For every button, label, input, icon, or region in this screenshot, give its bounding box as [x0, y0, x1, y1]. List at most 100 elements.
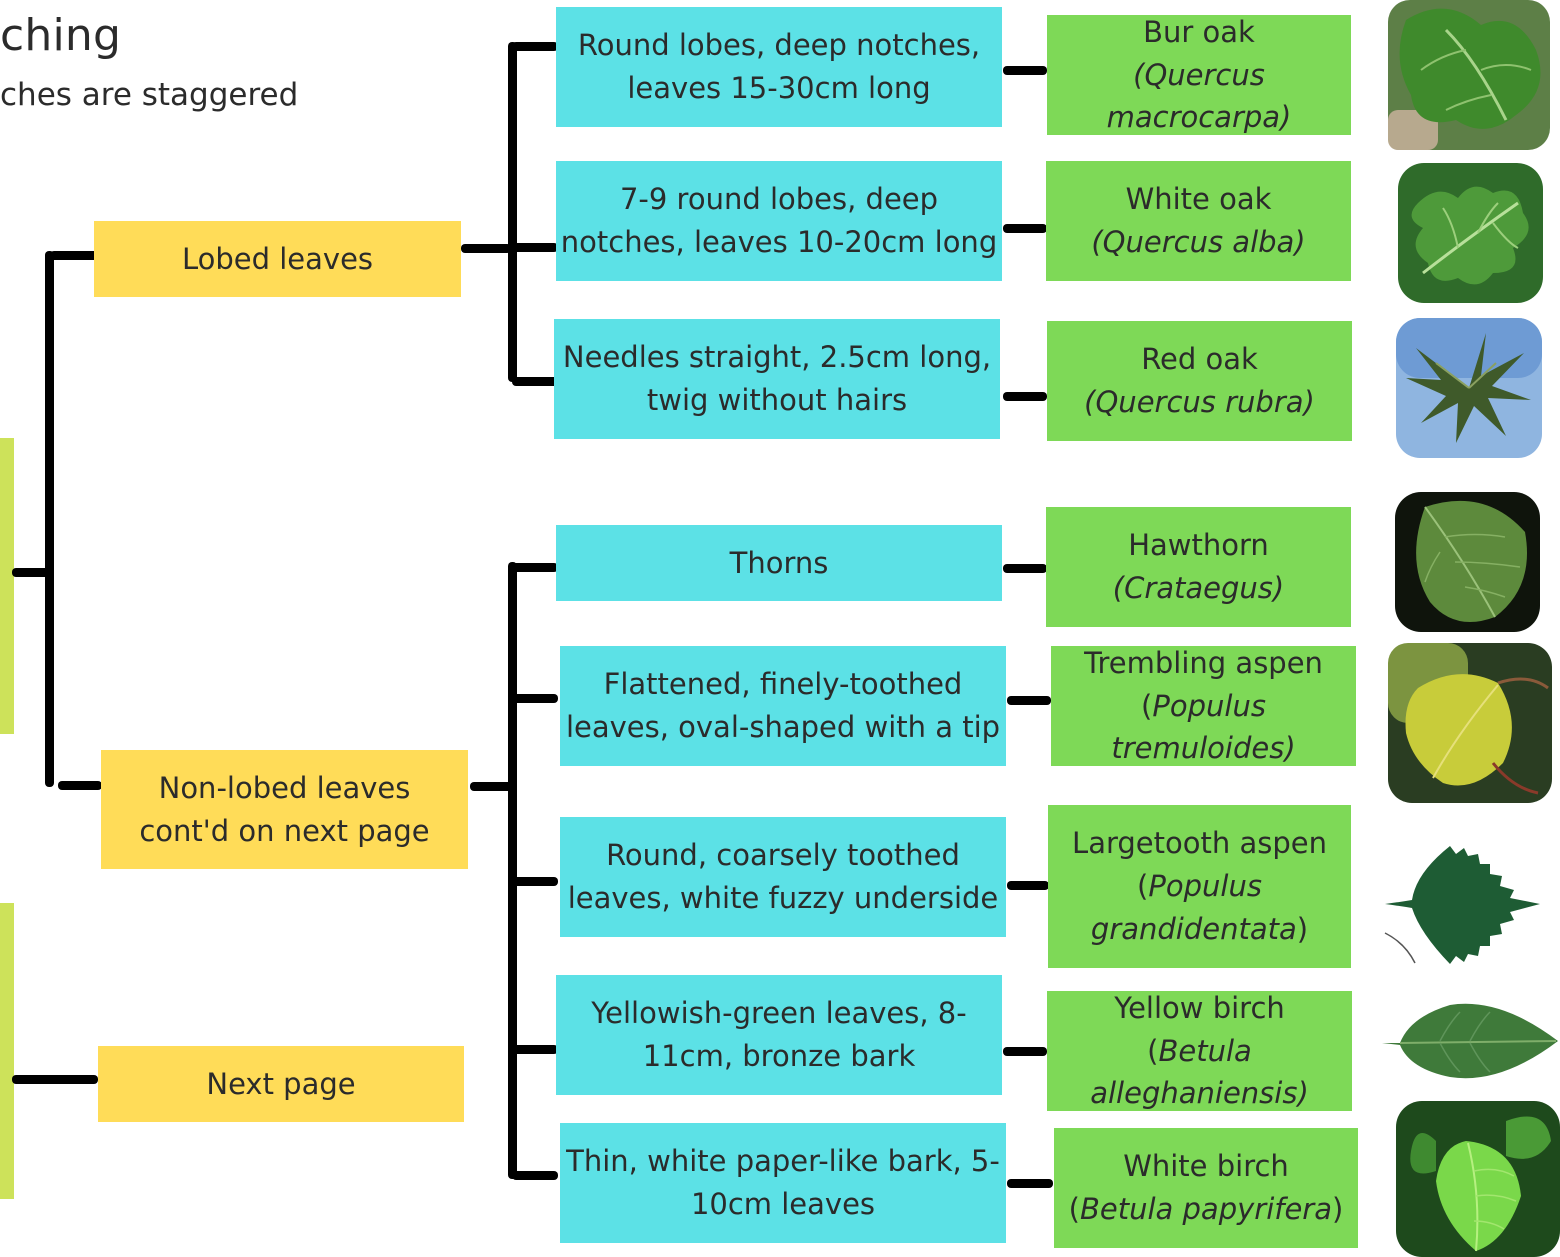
characteristic-line1: 7-9 round lobes, deep: [619, 182, 939, 217]
hawthorn-photo-icon: [1395, 492, 1540, 632]
connector-species-8: [1007, 1179, 1053, 1188]
red-oak-photo-icon: [1396, 318, 1542, 458]
paren-close: ): [1296, 911, 1309, 946]
connector-root-stub: [12, 568, 52, 577]
branch-label-line1: Non-lobed leaves: [158, 770, 411, 805]
species-scientific-genus: Populus: [1148, 869, 1262, 904]
characteristic-box-6: Round, coarsely toothed leaves, white fu…: [560, 817, 1006, 937]
connector-to-next-page: [12, 1075, 98, 1084]
branch-next-page: Next page: [98, 1046, 464, 1122]
paren-open: (: [1137, 869, 1149, 904]
paren-open: (: [1068, 1192, 1080, 1226]
characteristic-line1: Thin, white paper-like bark, 5-: [566, 1144, 1000, 1179]
branch-label: Lobed leaves: [181, 241, 374, 276]
species-scientific-line: (Populus tremuloides): [1055, 685, 1352, 771]
branch-lobed-leaves: Lobed leaves: [94, 221, 461, 297]
species-scientific-name: Betula papyrifera: [1079, 1192, 1332, 1226]
white-oak-photo-icon: [1398, 163, 1543, 303]
species-box-yellow-birch: Yellow birch (Betula alleghaniensis): [1047, 991, 1352, 1111]
root-box-upper: [0, 438, 14, 734]
connector-to-lobed: [50, 251, 102, 260]
connector-to-char-1: [512, 42, 558, 51]
characteristic-box-8: Thin, white paper-like bark, 5- 10cm lea…: [560, 1123, 1006, 1243]
connector-species-7: [1003, 1047, 1047, 1056]
species-scientific-name: (Crataegus): [1112, 571, 1285, 605]
species-common-name: White oak: [1125, 182, 1272, 217]
connector-to-char-3: [512, 377, 558, 386]
connector-to-char-8: [512, 1171, 558, 1180]
connector-species-3: [1003, 392, 1047, 401]
characteristic-line1: Needles straight, 2.5cm long,: [562, 340, 992, 375]
page-title: ching: [0, 10, 122, 61]
paren-open: (: [1141, 688, 1153, 723]
characteristic-line2: twig without hairs: [646, 383, 908, 417]
species-scientific-line: (Betula papyrifera): [1069, 1188, 1344, 1231]
species-box-hawthorn: Hawthorn (Crataegus): [1046, 507, 1351, 627]
species-box-red-oak: Red oak (Quercus rubra): [1047, 321, 1352, 441]
species-box-white-birch: White birch (Betula papyrifera): [1054, 1128, 1358, 1248]
characteristic-box-3: Needles straight, 2.5cm long, twig witho…: [554, 319, 1000, 439]
characteristic-box-1: Round lobes, deep notches, leaves 15-30c…: [556, 7, 1002, 127]
species-box-bur-oak: Bur oak (Quercus macrocarpa): [1047, 15, 1351, 135]
root-box-lower: [0, 903, 14, 1199]
branch-label: Next page: [206, 1066, 356, 1101]
connector-to-char-5: [512, 694, 558, 703]
characteristic-line2: leaves, white fuzzy underside: [567, 881, 999, 915]
connector-nonlobed-spine: [508, 562, 517, 1179]
characteristic-line1: Flattened, finely-toothed: [603, 667, 963, 702]
connector-to-nonlobed: [58, 781, 102, 790]
characteristic-line2: 10cm leaves: [690, 1187, 876, 1221]
connector-to-char-4: [512, 563, 558, 572]
species-scientific-name: (Quercus macrocarpa): [1106, 57, 1292, 135]
species-scientific-line1: (Populus: [1137, 865, 1262, 908]
species-scientific-name: grandidentata: [1090, 911, 1297, 946]
species-common-name: Yellow birch: [1114, 990, 1285, 1025]
connector-trunk: [45, 251, 54, 787]
connector-species-2: [1003, 224, 1047, 233]
species-scientific-name: Betula alleghaniensis): [1090, 1033, 1309, 1111]
species-box-trembling-aspen: Trembling aspen (Populus tremuloides): [1051, 646, 1356, 766]
characteristic-line1: Yellowish-green leaves, 8-: [591, 996, 967, 1031]
characteristic-line2: leaves, oval-shaped with a tip: [565, 710, 1001, 744]
species-scientific-name: (Quercus alba): [1091, 225, 1306, 259]
branch-non-lobed-leaves: Non-lobed leaves cont'd on next page: [101, 750, 468, 869]
species-common-name: Bur oak: [1143, 14, 1255, 49]
largetooth-aspen-photo-icon: [1380, 838, 1542, 964]
species-common-name: Largetooth aspen: [1072, 826, 1327, 861]
paren-close: ): [1332, 1192, 1344, 1226]
characteristic-line2: 11cm, bronze bark: [642, 1039, 916, 1073]
characteristic-line2: notches, leaves 10-20cm long: [560, 225, 998, 259]
connector-species-1: [1003, 66, 1047, 75]
characteristic-line1: Thorns: [729, 545, 829, 580]
species-scientific-line: (Betula alleghaniensis): [1051, 1030, 1348, 1116]
characteristic-box-2: 7-9 round lobes, deep notches, leaves 10…: [556, 161, 1002, 281]
connector-to-char-6: [512, 877, 558, 886]
species-scientific-line2: grandidentata): [1091, 908, 1308, 951]
characteristic-box-7: Yellowish-green leaves, 8- 11cm, bronze …: [556, 975, 1002, 1095]
yellow-birch-photo-icon: [1380, 997, 1560, 1087]
characteristic-box-5: Flattened, finely-toothed leaves, oval-s…: [560, 646, 1006, 766]
connector-to-char-2: [512, 243, 558, 252]
bur-oak-photo-icon: [1386, 0, 1552, 150]
connector-to-char-7: [512, 1045, 558, 1054]
characteristic-line2: leaves 15-30cm long: [627, 71, 931, 105]
species-box-white-oak: White oak (Quercus alba): [1046, 161, 1351, 281]
page-subtitle: ches are staggered: [0, 77, 299, 113]
species-common-name: Red oak: [1141, 342, 1258, 377]
connector-species-6: [1007, 881, 1049, 890]
white-birch-photo-icon: [1396, 1101, 1560, 1257]
branch-label-line2: cont'd on next page: [139, 813, 430, 848]
connector-lobed-stub: [461, 244, 511, 253]
connector-lobed-spine: [508, 42, 517, 382]
species-scientific-name: Populus tremuloides): [1111, 688, 1296, 766]
trembling-aspen-photo-icon: [1388, 643, 1552, 803]
paren-open: (: [1147, 1033, 1159, 1068]
species-common-name: Hawthorn: [1128, 528, 1269, 563]
species-scientific-name: (Quercus rubra): [1084, 385, 1315, 419]
species-common-name: Trembling aspen: [1084, 645, 1323, 680]
connector-species-4: [1003, 564, 1047, 573]
characteristic-line1: Round, coarsely toothed: [606, 838, 960, 873]
species-common-name: White birch: [1123, 1149, 1289, 1184]
characteristic-box-4: Thorns: [556, 525, 1002, 601]
connector-species-5: [1007, 696, 1051, 705]
